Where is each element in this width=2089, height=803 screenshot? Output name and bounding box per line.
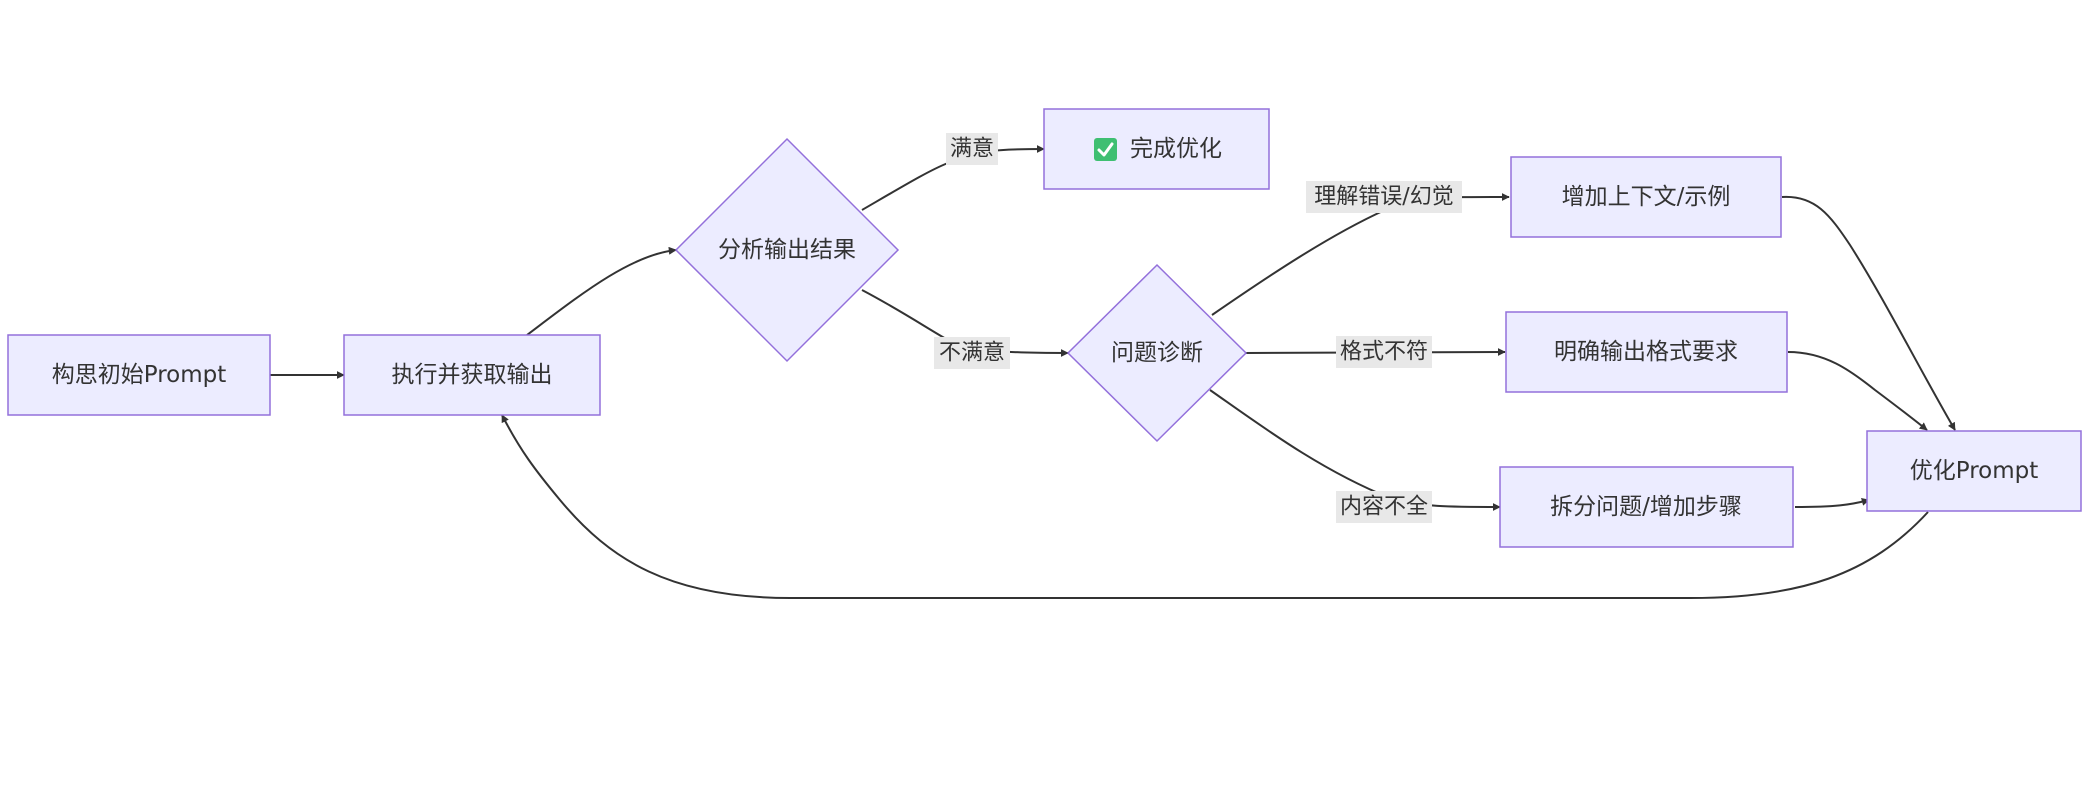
node-diagnose: 问题诊断: [1066, 263, 1248, 443]
edge-diagnose-to-split-steps: [1209, 389, 1501, 511]
node-clarify-format-label: 明确输出格式要求: [1554, 339, 1738, 365]
edge-label-unsatisfied: 不满意: [934, 337, 1010, 369]
node-split-steps: 拆分问题/增加步骤: [1499, 466, 1794, 548]
edge-label-incomplete-text: 内容不全: [1340, 495, 1428, 520]
edge-execute-to-analyze: [526, 246, 677, 336]
edge-clarify-format-to-optimize: [1787, 351, 1928, 431]
edge-optimize-to-execute: [501, 414, 1929, 599]
node-diagnose-label: 问题诊断: [1111, 340, 1203, 366]
node-optimize: 优化Prompt: [1866, 430, 2082, 512]
node-start-label: 构思初始Prompt: [52, 362, 227, 388]
node-add-context-label: 增加上下文/示例: [1562, 184, 1731, 210]
edge-label-misunderstanding-text: 理解错误/幻觉: [1314, 185, 1453, 210]
edge-diagnose-to-add-context: [1211, 192, 1510, 316]
node-execute-label: 执行并获取输出: [392, 362, 553, 388]
edge-label-satisfied-text: 满意: [950, 137, 994, 162]
node-split-steps-label: 拆分问题/增加步骤: [1550, 494, 1742, 520]
node-done-label: 完成优化: [1130, 136, 1222, 162]
edge-label-unsatisfied-text: 不满意: [939, 341, 1005, 366]
node-start: 构思初始Prompt: [7, 334, 271, 416]
edge-label-format-mismatch: 格式不符: [1336, 336, 1432, 368]
node-analyze: 分析输出结果: [674, 137, 900, 363]
edge-label-misunderstanding: 理解错误/幻觉: [1306, 181, 1462, 213]
node-execute: 执行并获取输出: [343, 334, 601, 416]
edge-label-satisfied: 满意: [946, 133, 998, 165]
nodes: 构思初始Prompt 执行并获取输出 分析输出结果 完成优化 问题诊断 增加上下…: [7, 108, 2082, 548]
edge-labels: 满意 不满意 理解错误/幻觉 格式不符 内容不全: [934, 133, 1462, 523]
edge-split-steps-to-optimize: [1794, 497, 1870, 508]
node-optimize-label: 优化Prompt: [1910, 458, 2039, 484]
node-done: 完成优化: [1043, 108, 1270, 190]
node-clarify-format: 明确输出格式要求: [1505, 311, 1788, 393]
edge-label-incomplete: 内容不全: [1336, 491, 1432, 523]
check-mark-icon: [1094, 138, 1117, 161]
node-analyze-label: 分析输出结果: [718, 237, 856, 263]
edge-add-context-to-optimize: [1781, 195, 1956, 431]
edge-label-format-mismatch-text: 格式不符: [1340, 340, 1428, 365]
node-add-context: 增加上下文/示例: [1510, 156, 1782, 238]
